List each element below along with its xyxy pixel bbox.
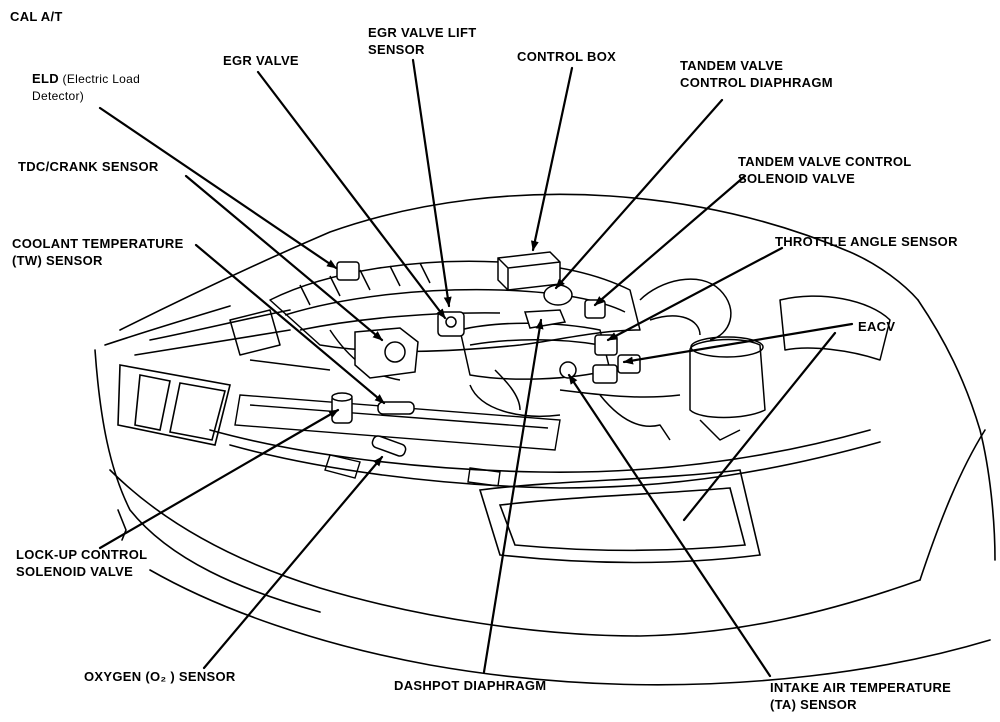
label-control-box-text: CONTROL BOX <box>517 49 617 64</box>
label-tvcd-line1: TANDEM VALVE <box>680 58 784 73</box>
tandem-solenoid-shape <box>584 299 606 319</box>
label-coolant-line2: (TW) SENSOR <box>12 253 103 268</box>
label-iat-line2: (TA) SENSOR <box>770 697 857 712</box>
label-throttle-text: THROTTLE ANGLE SENSOR <box>775 234 958 249</box>
radiator <box>234 394 561 487</box>
label-eacv-text: EACV <box>858 319 896 334</box>
label-egr-valve: EGR VALVE <box>223 52 299 69</box>
label-intake-air-temperature-sensor: INTAKE AIR TEMPERATURE (TA) SENSOR <box>770 679 951 713</box>
label-dashpot-text: DASHPOT DIAPHRAGM <box>394 678 547 693</box>
leader-lines <box>98 58 854 678</box>
leader-eld <box>98 106 338 270</box>
label-oxygen-text: OXYGEN (O₂ ) SENSOR <box>84 669 236 684</box>
leader-dashpot <box>482 318 544 674</box>
leader-lockup <box>98 408 340 550</box>
leader-egr-lift-sensor <box>411 58 452 308</box>
page-title: CAL A/T <box>10 8 63 25</box>
label-tvcs-line2: SOLENOID VALVE <box>738 171 856 186</box>
label-eld-line1: ELD (Electric Load <box>32 71 141 86</box>
tandem-diaphragm-shape <box>543 284 573 306</box>
left-headlight <box>117 364 231 446</box>
components <box>331 251 641 457</box>
car-body-outline <box>94 193 996 686</box>
tdc-crank-sensor-shape <box>354 327 419 379</box>
leader-control-box <box>530 66 574 252</box>
label-coolant-temperature-sensor: COOLANT TEMPERATURE (TW) SENSOR <box>12 235 184 269</box>
label-egr-valve-lift-sensor: EGR VALVE LIFT SENSOR <box>368 24 476 58</box>
label-throttle-angle-sensor: THROTTLE ANGLE SENSOR <box>775 233 958 250</box>
leader-eacv-2 <box>682 331 837 522</box>
label-tdc-crank-sensor: TDC/CRANK SENSOR <box>18 158 159 175</box>
leader-intake-air-temp <box>567 373 772 678</box>
leader-coolant-temp <box>194 243 386 405</box>
label-tandem-valve-control-solenoid-valve: TANDEM VALVE CONTROL SOLENOID VALVE <box>738 153 912 187</box>
label-tvcd-line2: CONTROL DIAPHRAGM <box>680 75 833 90</box>
oxygen-sensor-shape <box>371 435 407 457</box>
dashpot-shape <box>523 309 567 329</box>
label-egr-lift-line2: SENSOR <box>368 42 425 57</box>
label-tdc-text: TDC/CRANK SENSOR <box>18 159 159 174</box>
leader-eacv-1 <box>622 322 854 365</box>
leader-tandem-diaphragm <box>554 98 724 290</box>
label-oxygen-sensor: OXYGEN (O₂ ) SENSOR <box>84 668 236 685</box>
label-eld: ELD (Electric Load Detector) <box>32 70 140 105</box>
label-egr-valve-text: EGR VALVE <box>223 53 299 68</box>
eacv-shape <box>617 354 641 374</box>
leader-egr-valve <box>256 70 447 320</box>
label-lockup-control-solenoid-valve: LOCK-UP CONTROL SOLENOID VALVE <box>16 546 147 580</box>
leader-tandem-solenoid <box>593 174 747 307</box>
label-tandem-valve-control-diaphragm: TANDEM VALVE CONTROL DIAPHRAGM <box>680 57 833 91</box>
label-eacv: EACV <box>858 318 895 335</box>
right-headlight <box>478 469 761 564</box>
label-eld-line2: Detector) <box>32 89 85 103</box>
label-dashpot-diaphragm: DASHPOT DIAPHRAGM <box>394 677 546 694</box>
engine-block <box>229 260 891 441</box>
leader-throttle-angle <box>606 246 784 342</box>
label-coolant-line1: COOLANT TEMPERATURE <box>12 236 184 251</box>
coolant-sensor-shape <box>377 401 415 415</box>
label-tvcs-line1: TANDEM VALVE CONTROL <box>738 154 912 169</box>
label-iat-line1: INTAKE AIR TEMPERATURE <box>770 680 952 695</box>
label-lockup-line1: LOCK-UP CONTROL <box>16 547 148 562</box>
label-egr-lift-line1: EGR VALVE LIFT <box>368 25 477 40</box>
leader-tdc-crank <box>184 174 384 342</box>
label-control-box: CONTROL BOX <box>517 48 616 65</box>
eld-shape <box>336 261 360 281</box>
ta-sensor-shape <box>559 361 577 379</box>
leader-oxygen <box>202 455 384 670</box>
label-lockup-line2: SOLENOID VALVE <box>16 564 134 579</box>
page-title-text: CAL A/T <box>10 9 63 24</box>
